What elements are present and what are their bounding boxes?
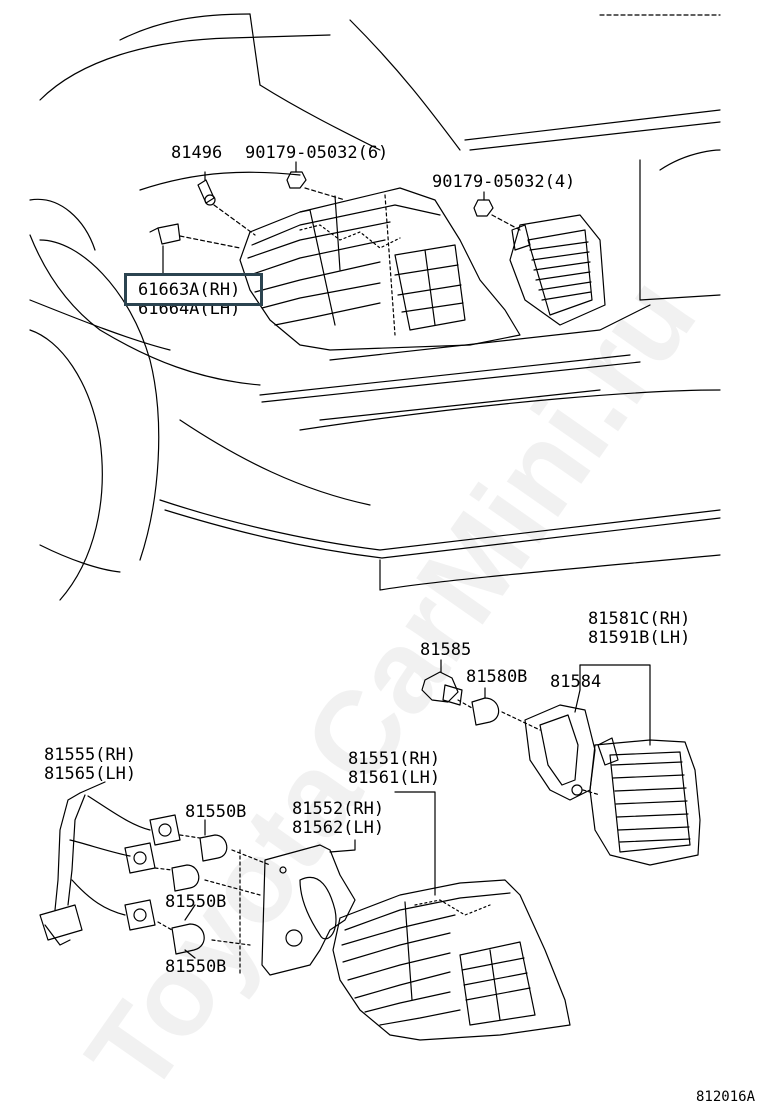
diagram-id: 812016A — [696, 1089, 756, 1105]
part-label-81555-rh[interactable]: 81555(RH) — [44, 745, 137, 765]
upper-fasteners — [149, 171, 494, 245]
part-label-81565-lh[interactable]: 81565(LH) — [44, 764, 137, 784]
part-label-81562-lh[interactable]: 81562(LH) — [292, 818, 385, 838]
part-label-81580b[interactable]: 81580B — [466, 667, 528, 687]
lower-leader-lines — [79, 659, 651, 959]
lower-tail-lamp — [332, 879, 571, 1041]
part-label-81550b-bottom[interactable]: 81550B — [165, 957, 227, 977]
part-label-90179-05032-4[interactable]: 90179-05032(4) — [432, 172, 576, 192]
part-label-61663a-rh[interactable]: 61663A(RH) — [138, 280, 241, 300]
part-label-81552-rh[interactable]: 81552(RH) — [292, 799, 385, 819]
part-label-81584[interactable]: 81584 — [550, 672, 602, 692]
lower-backup-lamp — [421, 671, 701, 866]
upper-leader-lines — [162, 161, 521, 276]
part-label-61664a-lh[interactable]: 61664A(LH) — [138, 299, 241, 319]
car-body-outline — [29, 13, 721, 601]
part-label-81551-rh[interactable]: 81551(RH) — [348, 749, 441, 769]
part-label-81581c-rh[interactable]: 81581C(RH) — [588, 609, 691, 629]
upper-backup-lamp — [509, 214, 606, 326]
upper-tail-lamp — [239, 187, 521, 351]
highlight-box — [124, 273, 263, 306]
bulbs-81550b — [154, 834, 271, 976]
part-label-81550b-top[interactable]: 81550B — [185, 802, 247, 822]
gasket-lower — [261, 844, 356, 976]
part-label-81496[interactable]: 81496 — [171, 143, 223, 163]
wiring-harness — [39, 792, 181, 946]
part-label-81561-lh[interactable]: 81561(LH) — [348, 768, 441, 788]
part-label-90179-05032-6[interactable]: 90179-05032(6) — [245, 143, 389, 163]
part-label-81591b-lh[interactable]: 81591B(LH) — [588, 628, 691, 648]
part-label-81550b-middle[interactable]: 81550B — [165, 892, 227, 912]
part-label-81585[interactable]: 81585 — [420, 640, 472, 660]
